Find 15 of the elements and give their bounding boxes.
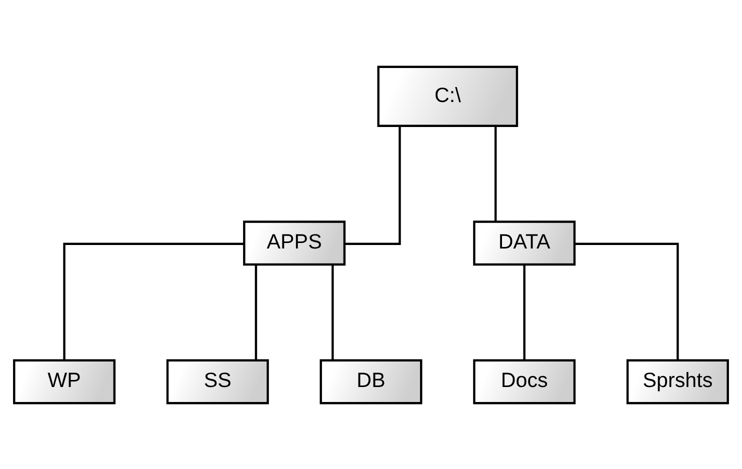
connector: [523, 264, 526, 360]
node-box: DATA: [473, 220, 576, 266]
connector: [254, 264, 258, 360]
node-box: C:\: [377, 65, 518, 126]
node-box: WP: [13, 358, 116, 404]
connector: [344, 126, 401, 244]
node-box: SS: [166, 358, 269, 404]
node-box: APPS: [243, 220, 346, 266]
connector: [494, 126, 497, 222]
connector: [63, 242, 244, 360]
node-box: DB: [320, 358, 422, 404]
node-box: Docs: [473, 358, 576, 404]
connector: [332, 264, 334, 360]
node-box: Sprshts: [626, 358, 729, 404]
connector: [574, 242, 679, 360]
